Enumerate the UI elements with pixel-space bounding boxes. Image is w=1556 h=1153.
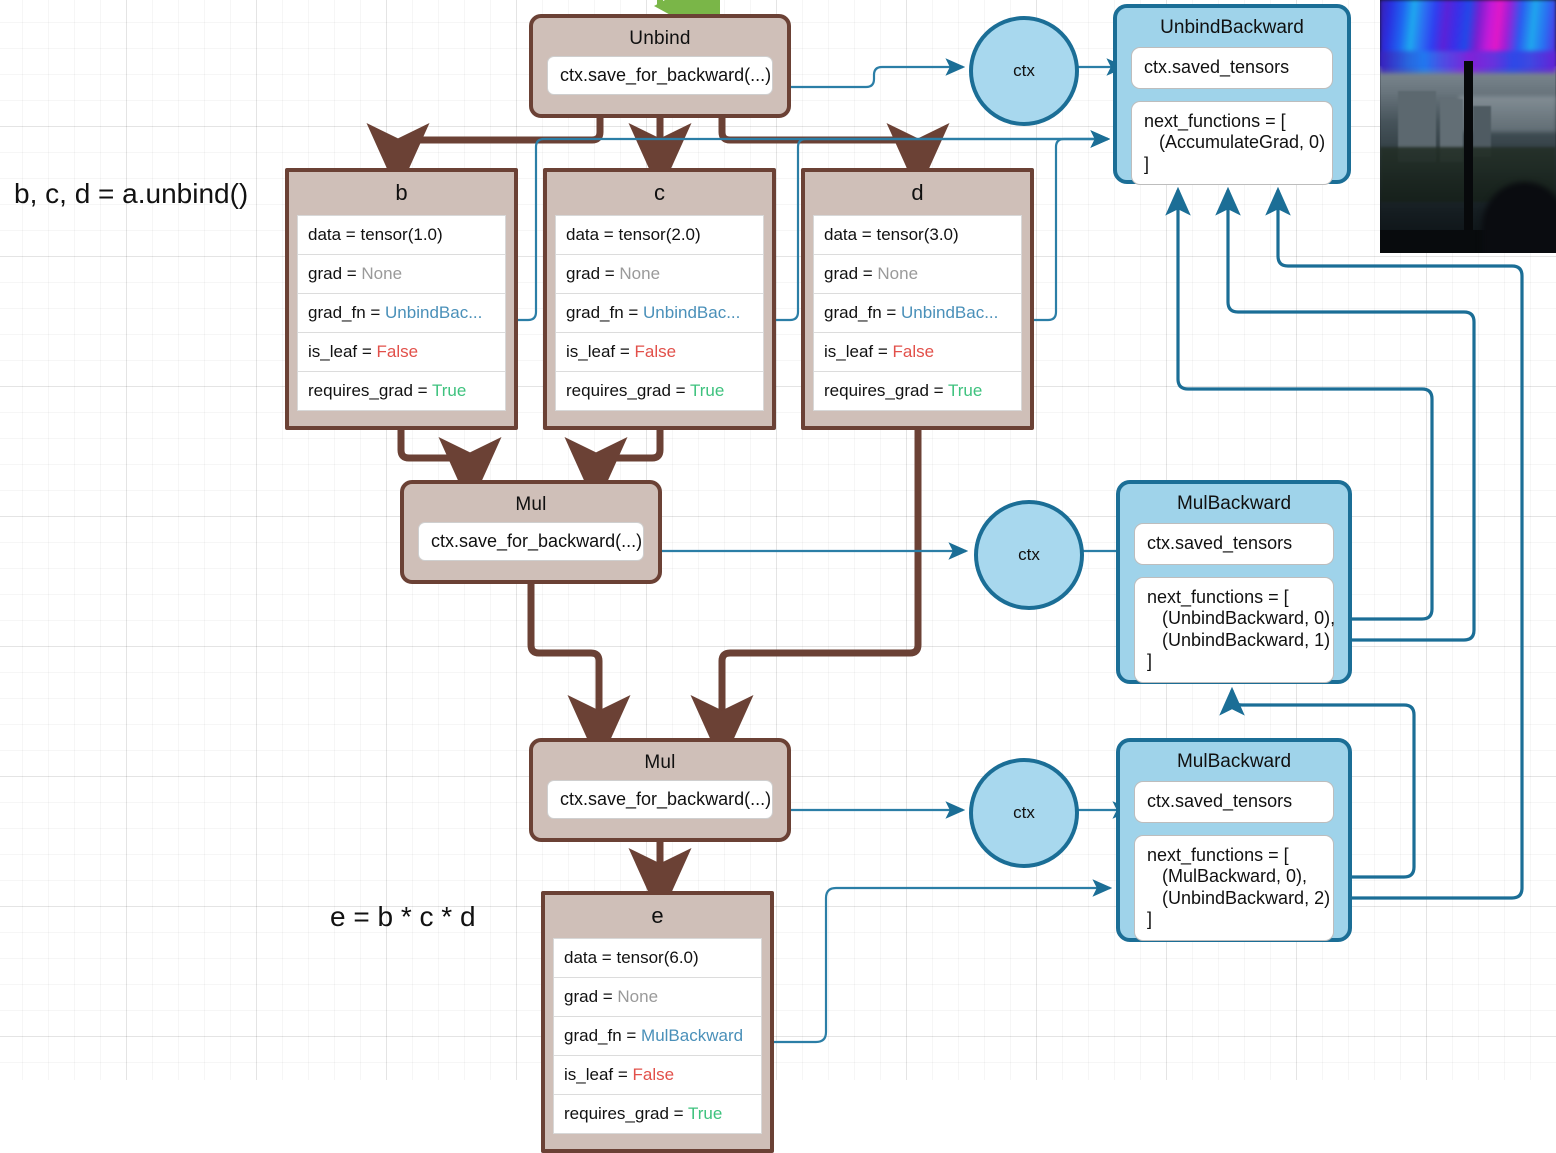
table-row: data = tensor(6.0) — [554, 939, 761, 978]
ctx-save-edges — [648, 58, 969, 819]
table-row: is_leaf = False — [814, 333, 1021, 372]
mul-save-for-backward-field-2[interactable]: ctx.save_for_backward(...) — [547, 780, 773, 819]
table-row: grad = None — [556, 255, 763, 294]
mul-save-for-backward-field-1[interactable]: ctx.save_for_backward(...) — [418, 522, 644, 561]
ctx-label: ctx — [1013, 803, 1035, 822]
tensor-rows-c: data = tensor(2.0) grad = None grad_fn =… — [555, 215, 764, 411]
tensor-node-e[interactable]: e data = tensor(6.0) grad = None grad_fn… — [541, 891, 774, 1153]
table-row: requires_grad = True — [824, 381, 983, 400]
unbind-backward-node[interactable]: UnbindBackward ctx.saved_tensors next_fu… — [1113, 4, 1351, 186]
unbind-backward-saved-tensors[interactable]: ctx.saved_tensors — [1131, 47, 1333, 89]
mul-op-title-1: Mul — [515, 494, 547, 515]
label-mul-expression: e = b * c * d — [330, 901, 476, 932]
table-row: data = tensor(3.0) — [814, 216, 1021, 255]
tensor-rows-d: data = tensor(3.0) grad = None grad_fn =… — [813, 215, 1022, 411]
tensor-title-b: b — [395, 180, 408, 205]
mul-backward-next-functions-2[interactable]: next_functions = [ (MulBackward, 0), (Un… — [1134, 834, 1334, 941]
tensor-rows-b: data = tensor(1.0) grad = None grad_fn =… — [297, 215, 506, 411]
mul-backward-saved-tensors-2[interactable]: ctx.saved_tensors — [1134, 781, 1334, 823]
table-row: grad = None — [554, 978, 761, 1017]
tensor-node-d[interactable]: d data = tensor(3.0) grad = None grad_fn… — [801, 168, 1034, 430]
ctx-node-mul-1[interactable]: ctx — [974, 500, 1084, 610]
tensor-title-d: d — [911, 180, 924, 205]
tensor-rows-e: data = tensor(6.0) grad = None grad_fn =… — [553, 938, 762, 1134]
table-row: grad_fn = UnbindBac... — [814, 294, 1021, 333]
label-unbind-expression: b, c, d = a.unbind() — [14, 178, 249, 209]
table-row: grad = None — [298, 255, 505, 294]
unbind-save-for-backward-field[interactable]: ctx.save_for_backward(...) — [547, 56, 773, 95]
tensor-title-e: e — [651, 903, 664, 928]
unbind-op-node[interactable]: Unbind ctx.save_for_backward(...) — [529, 14, 791, 118]
mul-op-node-2[interactable]: Mul ctx.save_for_backward(...) — [529, 738, 791, 842]
edge-layer — [366, 0, 1524, 1044]
table-row: data = tensor(1.0) — [298, 216, 505, 255]
ctx-node-mul-2[interactable]: ctx — [969, 758, 1079, 868]
table-row: data = tensor(2.0) — [556, 216, 763, 255]
mul-op-title-2: Mul — [644, 752, 676, 773]
table-row: requires_grad = True — [308, 381, 467, 400]
table-row: is_leaf = False — [554, 1056, 761, 1095]
mul-backward-title-2: MulBackward — [1176, 751, 1292, 772]
window-mullion — [1464, 60, 1474, 253]
tensor-title-c: c — [654, 180, 665, 205]
table-row: grad_fn = MulBackward — [554, 1017, 761, 1056]
table-row: is_leaf = False — [298, 333, 505, 372]
tensor-node-c[interactable]: c data = tensor(2.0) grad = None grad_fn… — [543, 168, 776, 430]
table-row: grad_fn = UnbindBac... — [298, 294, 505, 333]
unbind-backward-next-functions[interactable]: next_functions = [ (AccumulateGrad, 0) ] — [1131, 100, 1333, 186]
table-row: requires_grad = True — [566, 381, 725, 400]
table-row: grad = None — [814, 255, 1021, 294]
table-row: is_leaf = False — [556, 333, 763, 372]
building-mid — [1439, 98, 1463, 162]
tensor-node-b[interactable]: b data = tensor(1.0) grad = None grad_fn… — [285, 168, 518, 430]
mul-backward-title-1: MulBackward — [1176, 493, 1292, 514]
next-function-edges — [1165, 186, 1524, 900]
unbind-backward-title: UnbindBackward — [1160, 17, 1304, 38]
ctx-label: ctx — [1018, 545, 1040, 564]
unbind-op-title: Unbind — [629, 28, 691, 49]
mul-backward-saved-tensors-1[interactable]: ctx.saved_tensors — [1134, 523, 1334, 565]
foreground-shadow — [1482, 182, 1556, 253]
mul-backward-next-functions-1[interactable]: next_functions = [ (UnbindBackward, 0), … — [1134, 576, 1335, 683]
ctx-node-unbind[interactable]: ctx — [969, 16, 1079, 126]
table-row: requires_grad = True — [564, 1104, 723, 1123]
window-city-photo[interactable] — [1380, 0, 1556, 253]
mul-backward-node-1[interactable]: MulBackward ctx.saved_tensors next_funct… — [1116, 480, 1352, 684]
table-row: grad_fn = UnbindBac... — [556, 294, 763, 333]
mul-op-node-1[interactable]: Mul ctx.save_for_backward(...) — [400, 480, 662, 584]
ctx-label: ctx — [1013, 61, 1035, 80]
building-right — [1473, 106, 1491, 157]
mul-backward-node-2[interactable]: MulBackward ctx.saved_tensors next_funct… — [1116, 738, 1352, 942]
gradfn-edges — [518, 130, 1113, 1044]
